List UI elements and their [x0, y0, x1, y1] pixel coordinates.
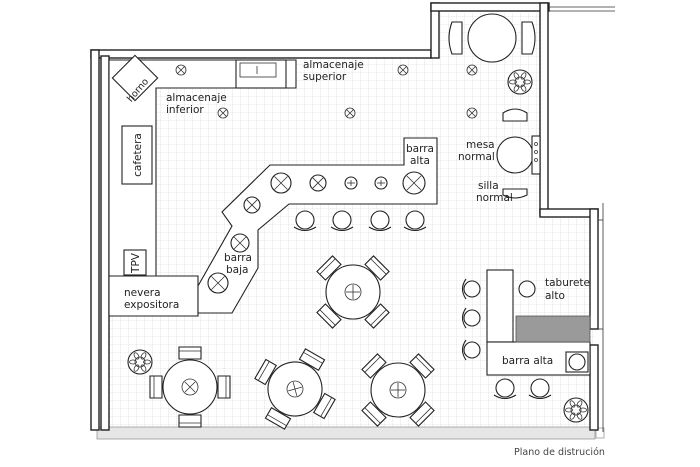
ceiling-lights	[175, 64, 478, 119]
label-taburete-1: taburete	[545, 277, 590, 289]
bar-fixture-icon	[270, 172, 292, 194]
ceiling-light-icon	[175, 64, 187, 76]
stool-icon	[518, 280, 536, 298]
ceiling-light-icon	[344, 107, 356, 119]
table-icon	[361, 353, 435, 427]
label-nevera-1: nevera	[124, 287, 161, 299]
caption: Plano de distrución	[514, 447, 605, 458]
round-tables	[149, 255, 435, 430]
plants	[127, 69, 589, 423]
bar-tap-icon	[374, 176, 388, 190]
label-barra-alta-1: barra	[406, 143, 434, 155]
label-barra-baja-2: baja	[226, 264, 248, 276]
ceiling-light-icon	[466, 64, 478, 76]
bar-tap-icon	[344, 176, 358, 190]
label-almacenaje-superior-2: superior	[303, 71, 347, 83]
bar-fixture-icon	[230, 233, 250, 253]
ceiling-light-icon	[466, 107, 478, 119]
plant-icon	[127, 349, 153, 375]
plant-icon	[563, 397, 589, 423]
label-silla-normal-2: normal	[476, 192, 513, 204]
bar-fixture-icon	[243, 196, 261, 214]
table-icon	[316, 255, 390, 329]
label-barra-alta-2: alta	[410, 155, 430, 167]
label-nevera-2: expositora	[124, 299, 179, 311]
display-fridge	[108, 275, 199, 317]
label-mesa-normal-2: normal	[458, 151, 495, 163]
stool-icon	[293, 210, 317, 232]
oven	[111, 54, 159, 102]
bar-counter	[197, 137, 438, 314]
table-normal	[496, 108, 541, 199]
label-barra-alta-right: barra alta	[502, 355, 553, 367]
ceiling-light-icon	[217, 107, 229, 119]
label-almacenaje-inferior-1: almacenaje	[166, 92, 227, 104]
label-taburete-2: alto	[545, 290, 565, 302]
stool-icon	[493, 378, 517, 400]
table-icon	[254, 348, 336, 430]
stool-icon	[528, 378, 552, 400]
stool-icon	[568, 353, 586, 371]
stool-icon	[368, 210, 392, 232]
label-silla-normal-1: silla	[478, 180, 499, 192]
stool-icon	[461, 307, 481, 329]
walls	[90, 2, 615, 432]
stool-icon	[461, 278, 481, 300]
stool-icon	[403, 210, 427, 232]
labels: horno almacenaje superior almacenaje inf…	[124, 59, 605, 458]
table-top	[448, 13, 536, 63]
stools	[293, 210, 586, 400]
high-bar-vertical	[486, 269, 514, 343]
table-icon	[149, 346, 231, 428]
stool-icon	[330, 210, 354, 232]
plant-icon	[507, 69, 533, 95]
bar-fixture-icon	[402, 171, 426, 195]
coffee-machine	[121, 125, 153, 185]
floor-edge	[96, 426, 596, 440]
label-mesa-normal-1: mesa	[466, 139, 495, 151]
bar-fixture-icon	[309, 174, 327, 192]
door-stub	[595, 427, 605, 439]
stool-icon	[461, 339, 481, 361]
ceiling-light-icon	[397, 64, 409, 76]
label-almacenaje-superior-1: almacenaje	[303, 59, 364, 71]
label-barra-baja-1: barra	[224, 252, 252, 264]
label-tpv: TPV	[130, 252, 142, 274]
label-cafetera: cafetera	[132, 133, 144, 177]
bar-fixture-icon	[207, 272, 229, 294]
label-almacenaje-inferior-2: inferior	[166, 104, 204, 116]
gray-block	[515, 315, 591, 343]
pos-terminal	[123, 249, 147, 276]
